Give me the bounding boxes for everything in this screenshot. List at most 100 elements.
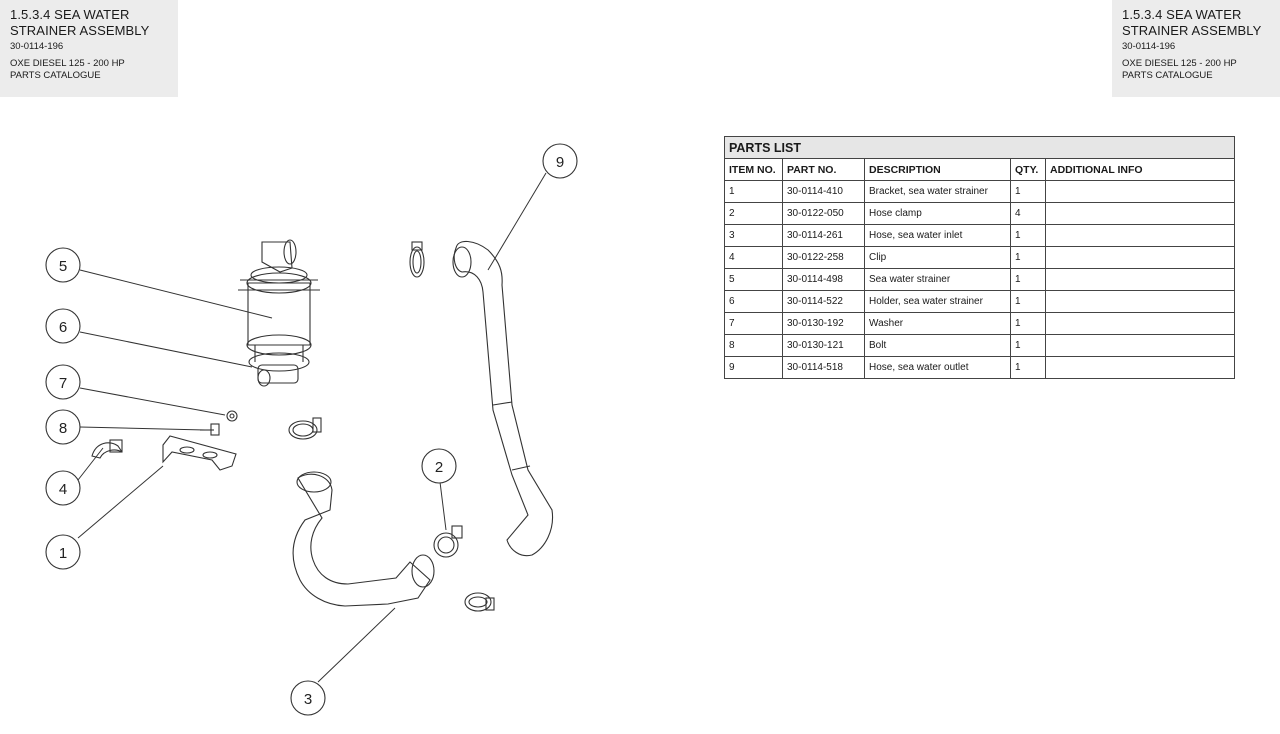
table-row: 6 30-0114-522 Holder, sea water strainer… bbox=[724, 290, 1235, 313]
callout-7: 7 bbox=[45, 364, 81, 400]
svg-text:8: 8 bbox=[59, 420, 67, 437]
additional-info bbox=[1045, 290, 1235, 313]
table-row: 2 30-0122-050 Hose clamp 4 bbox=[724, 202, 1235, 225]
callout-3: 3 bbox=[290, 680, 326, 716]
callout-1: 1 bbox=[45, 534, 81, 570]
additional-info bbox=[1045, 246, 1235, 269]
additional-info bbox=[1045, 334, 1235, 357]
parts-list-header-row: ITEM NO. PART NO. DESCRIPTION QTY. ADDIT… bbox=[724, 158, 1235, 181]
qty: 1 bbox=[1010, 334, 1046, 357]
hose-clamp-top-drawing bbox=[409, 241, 425, 278]
hose-clamp-drawing bbox=[433, 525, 463, 558]
item-no: 4 bbox=[724, 246, 783, 269]
catalogue-subtitle-line1: OXE DIESEL 125 - 200 HP bbox=[10, 58, 125, 69]
hose-clamp-mid-drawing bbox=[288, 417, 322, 440]
additional-info bbox=[1045, 268, 1235, 291]
column-header: ADDITIONAL INFO bbox=[1045, 158, 1235, 181]
table-row: 9 30-0114-518 Hose, sea water outlet 1 bbox=[724, 356, 1235, 379]
svg-text:3: 3 bbox=[304, 691, 312, 708]
table-row: 5 30-0114-498 Sea water strainer 1 bbox=[724, 268, 1235, 291]
description: Hose, sea water inlet bbox=[864, 224, 1011, 247]
description: Clip bbox=[864, 246, 1011, 269]
callout-9: 9 bbox=[542, 143, 578, 179]
description: Bolt bbox=[864, 334, 1011, 357]
callout-8: 8 bbox=[45, 409, 81, 445]
qty: 4 bbox=[1010, 202, 1046, 225]
section-title-line2: STRAINER ASSEMBLY bbox=[1122, 23, 1262, 38]
header-left: 1.5.3.4 SEA WATER STRAINER ASSEMBLY 30-0… bbox=[0, 0, 178, 97]
column-header: DESCRIPTION bbox=[864, 158, 1011, 181]
outlet-hose-drawing bbox=[452, 240, 554, 557]
callout-2: 2 bbox=[421, 448, 457, 484]
svg-text:5: 5 bbox=[59, 258, 67, 275]
part-no: 30-0114-518 bbox=[782, 356, 865, 379]
item-no: 5 bbox=[724, 268, 783, 291]
part-no: 30-0122-258 bbox=[782, 246, 865, 269]
parts-list-table: PARTS LIST ITEM NO. PART NO. DESCRIPTION… bbox=[724, 136, 1235, 379]
description: Washer bbox=[864, 312, 1011, 335]
part-no: 30-0114-261 bbox=[782, 224, 865, 247]
assembly-part-number: 30-0114-196 bbox=[10, 41, 64, 52]
part-no: 30-0130-192 bbox=[782, 312, 865, 335]
svg-text:1: 1 bbox=[59, 545, 67, 562]
qty: 1 bbox=[1010, 268, 1046, 291]
description: Hose, sea water outlet bbox=[864, 356, 1011, 379]
catalogue-subtitle-line2: PARTS CATALOGUE bbox=[1122, 70, 1213, 81]
part-no: 30-0114-410 bbox=[782, 180, 865, 203]
qty: 1 bbox=[1010, 180, 1046, 203]
description: Hose clamp bbox=[864, 202, 1011, 225]
table-row: 1 30-0114-410 Bracket, sea water straine… bbox=[724, 180, 1235, 203]
header-right: 1.5.3.4 SEA WATER STRAINER ASSEMBLY 30-0… bbox=[1112, 0, 1280, 97]
item-no: 6 bbox=[724, 290, 783, 313]
table-row: 4 30-0122-258 Clip 1 bbox=[724, 246, 1235, 269]
additional-info bbox=[1045, 312, 1235, 335]
qty: 1 bbox=[1010, 356, 1046, 379]
qty: 1 bbox=[1010, 224, 1046, 247]
item-no: 2 bbox=[724, 202, 783, 225]
table-row: 8 30-0130-121 Bolt 1 bbox=[724, 334, 1235, 357]
callout-4: 4 bbox=[45, 470, 81, 506]
part-no: 30-0114-522 bbox=[782, 290, 865, 313]
item-no: 3 bbox=[724, 224, 783, 247]
clip-drawing bbox=[91, 439, 123, 459]
additional-info bbox=[1045, 202, 1235, 225]
qty: 1 bbox=[1010, 246, 1046, 269]
svg-text:6: 6 bbox=[59, 319, 67, 336]
column-header: PART NO. bbox=[782, 158, 865, 181]
item-no: 8 bbox=[724, 334, 783, 357]
item-no: 1 bbox=[724, 180, 783, 203]
svg-text:7: 7 bbox=[59, 375, 67, 392]
part-no: 30-0130-121 bbox=[782, 334, 865, 357]
exploded-parts-drawing: 5 6 7 8 4 1 9 2 3 bbox=[45, 143, 578, 716]
qty: 1 bbox=[1010, 290, 1046, 313]
column-header: QTY. bbox=[1010, 158, 1046, 181]
item-no: 9 bbox=[724, 356, 783, 379]
item-no: 7 bbox=[724, 312, 783, 335]
callout-6: 6 bbox=[45, 308, 81, 344]
additional-info bbox=[1045, 224, 1235, 247]
part-no: 30-0114-498 bbox=[782, 268, 865, 291]
qty: 1 bbox=[1010, 312, 1046, 335]
callout-5: 5 bbox=[45, 247, 81, 283]
leader-lines bbox=[77, 172, 547, 683]
inlet-hose-drawing bbox=[292, 471, 435, 607]
parts-list-title: PARTS LIST bbox=[724, 136, 1235, 159]
svg-text:4: 4 bbox=[59, 481, 67, 498]
description: Holder, sea water strainer bbox=[864, 290, 1011, 313]
part-no: 30-0122-050 bbox=[782, 202, 865, 225]
description: Sea water strainer bbox=[864, 268, 1011, 291]
catalogue-subtitle-line1: OXE DIESEL 125 - 200 HP bbox=[1122, 58, 1237, 69]
column-header: ITEM NO. bbox=[724, 158, 783, 181]
table-row: 3 30-0114-261 Hose, sea water inlet 1 bbox=[724, 224, 1235, 247]
hose-clamp-bottom-drawing bbox=[464, 592, 495, 612]
description: Bracket, sea water strainer bbox=[864, 180, 1011, 203]
section-title-line2: STRAINER ASSEMBLY bbox=[10, 23, 150, 38]
additional-info bbox=[1045, 356, 1235, 379]
additional-info bbox=[1045, 180, 1235, 203]
washer-drawing bbox=[226, 410, 238, 422]
table-row: 7 30-0130-192 Washer 1 bbox=[724, 312, 1235, 335]
section-title-line1: 1.5.3.4 SEA WATER bbox=[1122, 7, 1242, 22]
assembly-part-number: 30-0114-196 bbox=[1122, 41, 1176, 52]
bracket-drawing bbox=[162, 435, 237, 471]
section-title-line1: 1.5.3.4 SEA WATER bbox=[10, 7, 130, 22]
